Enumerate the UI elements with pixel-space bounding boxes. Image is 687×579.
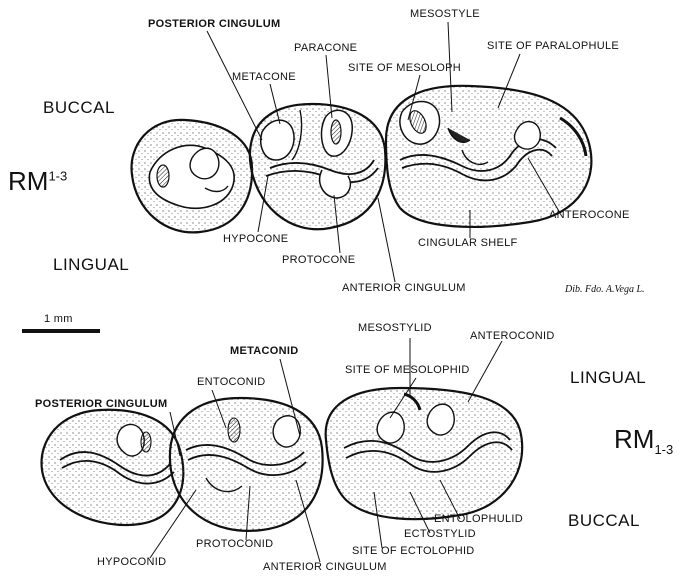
label-mesostyle: MESOSTYLE — [410, 8, 480, 20]
label-protocone: PROTOCONE — [282, 254, 355, 266]
label-metacone: METACONE — [232, 71, 296, 83]
label-protoconid: PROTOCONID — [196, 538, 273, 550]
upper-series-base: RM — [8, 166, 48, 196]
label-anterocone: ANTEROCONE — [549, 209, 630, 221]
upper-molar-1 — [386, 86, 591, 227]
label-cingular-shelf: CINGULAR SHELF — [418, 237, 518, 249]
label-hypoconid: HYPOCONID — [97, 556, 166, 568]
lower-molar-1 — [326, 388, 523, 519]
label-site-of-mesoloph: SITE OF MESOLOPH — [348, 62, 461, 74]
label-paracone: PARACONE — [294, 42, 357, 54]
label-anteroconid: ANTEROCONID — [470, 330, 555, 342]
label-site-of-mesolophid: SITE OF MESOLOPHID — [345, 364, 470, 376]
label-site-of-ectolophid: SITE OF ECTOLOPHID — [352, 545, 475, 557]
upper-series-index: 1-3 — [48, 168, 67, 183]
upper-molar-2 — [250, 104, 386, 229]
upper-lingual-label: LINGUAL — [53, 255, 129, 275]
lower-lingual-label: LINGUAL — [570, 368, 646, 388]
label-posterior-cingulum-lower: POSTERIOR CINGULUM — [35, 398, 168, 410]
lower-series-base: RM — [614, 424, 654, 454]
label-posterior-cingulum-upper: POSTERIOR CINGULUM — [148, 18, 281, 30]
label-mesostylid: MESOSTYLID — [358, 322, 432, 334]
upper-buccal-label: BUCCAL — [43, 98, 115, 118]
label-ectostylid: ECTOSTYLID — [404, 528, 476, 540]
label-site-of-paralophule: SITE OF PARALOPHULE — [487, 40, 619, 52]
label-entolophulid: ENTOLOPHULID — [434, 513, 523, 525]
label-anterior-cingulum-lower: ANTERIOR CINGULUM — [263, 561, 387, 573]
upper-molar-3 — [132, 120, 253, 233]
label-hypocone: HYPOCONE — [223, 233, 288, 245]
illustrator-credit: Dib. Fdo. A.Vega L. — [565, 284, 645, 295]
lower-buccal-label: BUCCAL — [568, 511, 640, 531]
lower-molar-2 — [170, 398, 323, 531]
lower-molar-3 — [42, 410, 184, 525]
label-metaconid: METACONID — [230, 345, 299, 357]
label-entoconid: ENTOCONID — [197, 376, 266, 388]
label-anterior-cingulum-upper: ANTERIOR CINGULUM — [342, 282, 466, 294]
lower-series-index: 1-3 — [654, 442, 673, 457]
scale-bar-label: 1 mm — [44, 313, 73, 325]
scale-bar — [22, 329, 100, 333]
lower-series-label: RM1-3 — [614, 424, 673, 457]
upper-series-label: RM1-3 — [8, 166, 67, 197]
